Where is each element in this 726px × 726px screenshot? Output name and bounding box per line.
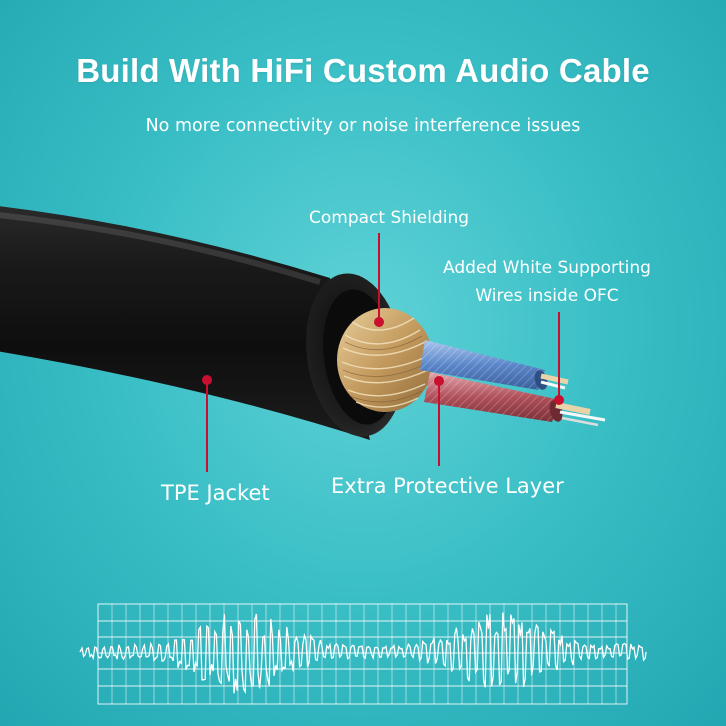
white-wires-label-line1: Added White Supporting [443,258,651,278]
cable-jacket [0,206,370,440]
page-title: Build With HiFi Custom Audio Cable [76,52,650,89]
white-wires-label: Added White Supporting Wires inside OFC [430,254,664,310]
tpe-jacket-label: TPE Jacket [161,481,270,505]
copper-shielding [337,308,433,412]
sound-wave-graphic [79,603,647,705]
compact-shielding-label: Compact Shielding [309,208,470,228]
white-wires-label-line2: Wires inside OFC [475,286,619,306]
red-wire [424,372,606,427]
page-subtitle: No more connectivity or noise interferen… [145,116,581,136]
blue-wire [420,340,569,390]
extra-protective-layer-label: Extra Protective Layer [331,474,564,498]
